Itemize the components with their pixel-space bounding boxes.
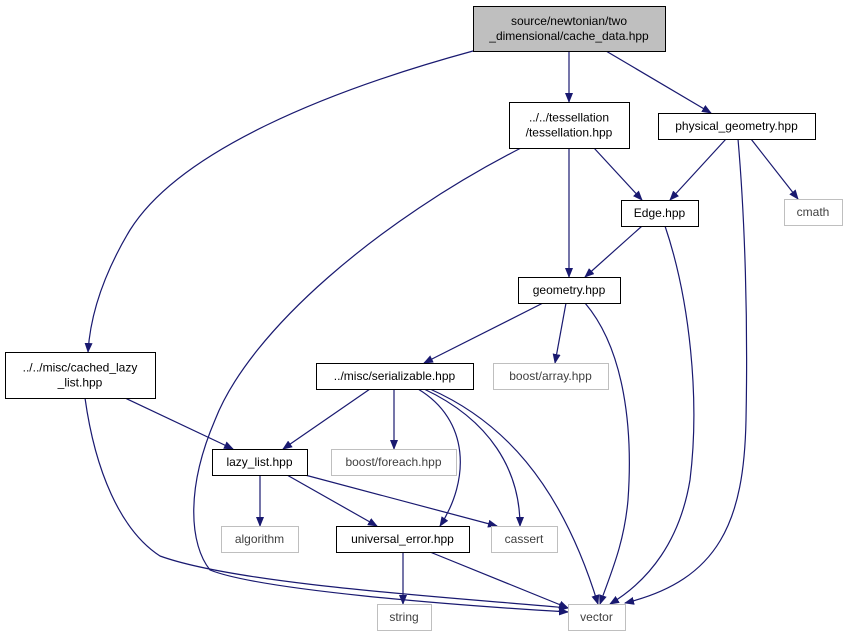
node-label: lazy_list.hpp xyxy=(226,455,292,469)
node-label: _dimensional/cache_data.hpp xyxy=(488,29,649,43)
nodes-layer: source/newtonian/two_dimensional/cache_d… xyxy=(5,6,843,631)
edge-edge-to-vector xyxy=(609,225,695,605)
node-boost-foreach: boost/foreach.hpp xyxy=(331,449,457,476)
edge-tessellation-to-edge xyxy=(593,147,643,201)
edge-lazy-list-to-universal-error xyxy=(286,474,378,527)
node-box xyxy=(493,363,609,390)
edge-physical-geometry-to-vector xyxy=(624,138,748,605)
node-cmath: cmath xyxy=(784,199,843,226)
node-box xyxy=(568,604,626,631)
node-label: Edge.hpp xyxy=(634,206,686,220)
node-label: physical_geometry.hpp xyxy=(675,119,798,133)
edge-serializable-to-cassert xyxy=(423,388,524,527)
node-label: cassert xyxy=(505,532,544,546)
edge-root-to-physical-geometry xyxy=(605,50,712,114)
edge-physical-geometry-to-cmath xyxy=(750,138,799,200)
node-box xyxy=(621,200,699,227)
node-root[interactable]: source/newtonian/two_dimensional/cache_d… xyxy=(473,6,666,52)
edge-geometry-to-vector xyxy=(584,302,630,605)
node-box xyxy=(784,199,843,226)
node-cassert: cassert xyxy=(491,526,558,553)
node-box xyxy=(473,6,666,52)
node-label: universal_error.hpp xyxy=(351,532,454,546)
node-serializable[interactable]: ../misc/serializable.hpp xyxy=(316,363,474,390)
node-label: geometry.hpp xyxy=(533,283,606,297)
edge-serializable-to-universal-error xyxy=(417,388,461,527)
edge-tessellation-to-vector xyxy=(193,147,569,616)
edge-geometry-to-boost-array xyxy=(552,302,567,364)
node-label: ../../misc/cached_lazy xyxy=(23,361,138,375)
node-label: ../misc/serializable.hpp xyxy=(334,369,456,383)
node-box xyxy=(491,526,558,553)
node-box xyxy=(336,526,470,553)
node-box xyxy=(221,526,299,553)
edge-physical-geometry-to-edge xyxy=(669,138,727,201)
node-box xyxy=(212,449,308,476)
node-box xyxy=(331,449,457,476)
edge-universal-error-to-vector xyxy=(429,551,569,609)
edge-cached-lazy-list-to-lazy-list xyxy=(124,397,234,450)
node-cached-lazy-list[interactable]: ../../misc/cached_lazy_list.hpp xyxy=(5,352,156,399)
node-box xyxy=(658,113,816,140)
node-label: ../../tessellation xyxy=(529,111,609,125)
node-label: boost/array.hpp xyxy=(509,369,592,383)
node-label: algorithm xyxy=(235,532,284,546)
node-box xyxy=(316,363,474,390)
node-box xyxy=(509,102,630,149)
node-edge[interactable]: Edge.hpp xyxy=(621,200,699,227)
edge-serializable-to-lazy-list xyxy=(282,388,371,450)
node-label: string xyxy=(389,610,418,624)
node-vector: vector xyxy=(568,604,626,631)
node-lazy-list[interactable]: lazy_list.hpp xyxy=(212,449,308,476)
node-box xyxy=(377,604,432,631)
edge-geometry-to-serializable xyxy=(423,302,544,364)
node-label: vector xyxy=(580,610,613,624)
edge-cached-lazy-list-to-vector xyxy=(84,397,569,612)
edge-edge-to-geometry xyxy=(584,225,643,278)
edge-serializable-to-vector xyxy=(429,388,600,605)
node-box xyxy=(5,352,156,399)
node-label: /tessellation.hpp xyxy=(526,126,613,140)
node-universal-error[interactable]: universal_error.hpp xyxy=(336,526,470,553)
edge-root-to-cached-lazy-list xyxy=(84,50,474,353)
node-label: boost/foreach.hpp xyxy=(345,455,441,469)
node-label: source/newtonian/two xyxy=(511,14,627,28)
node-string: string xyxy=(377,604,432,631)
node-label: cmath xyxy=(797,205,830,219)
node-label: _list.hpp xyxy=(57,376,103,390)
node-tessellation[interactable]: ../../tessellation/tessellation.hpp xyxy=(509,102,630,149)
node-box xyxy=(518,277,621,304)
edge-lazy-list-to-cassert xyxy=(304,474,498,528)
node-algorithm: algorithm xyxy=(221,526,299,553)
edges-layer xyxy=(84,50,799,616)
node-boost-array: boost/array.hpp xyxy=(493,363,609,390)
node-geometry[interactable]: geometry.hpp xyxy=(518,277,621,304)
node-physical-geometry[interactable]: physical_geometry.hpp xyxy=(658,113,816,140)
